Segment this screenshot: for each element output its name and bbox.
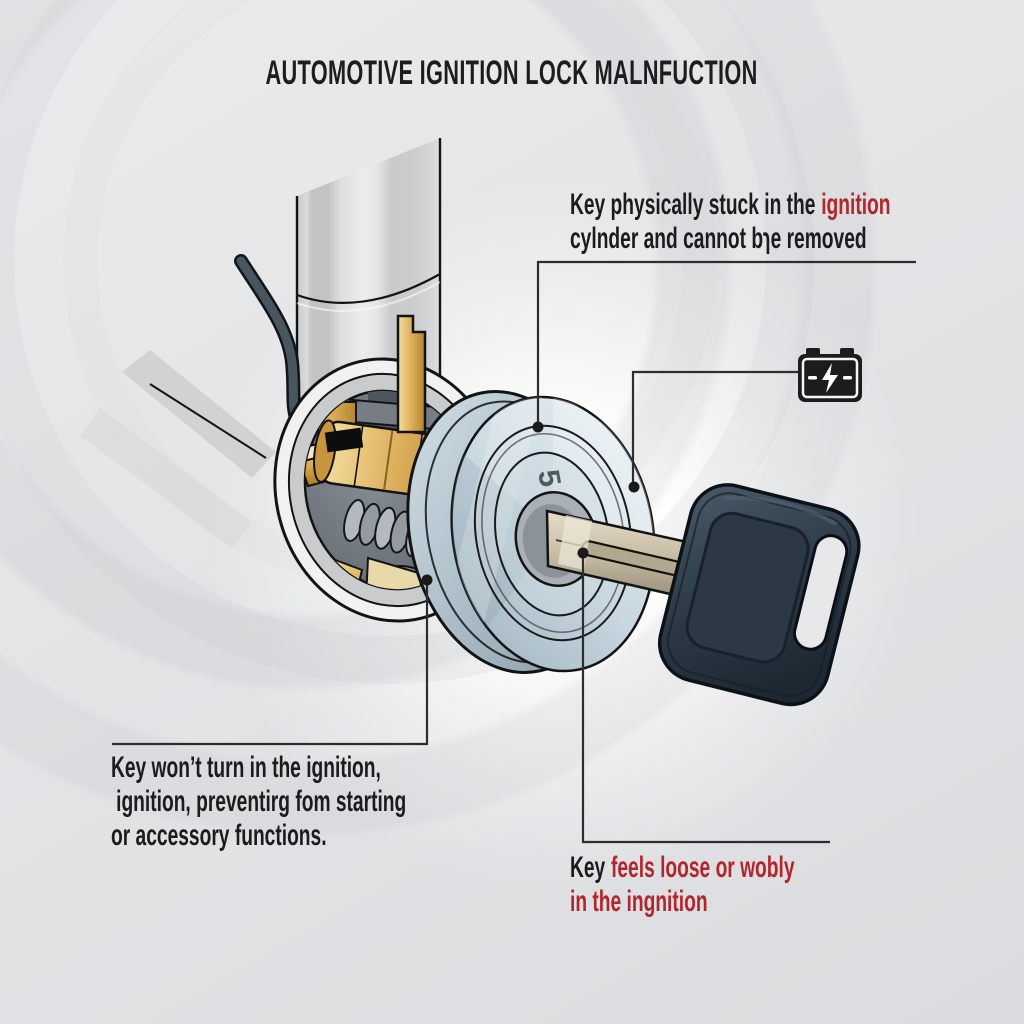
key-head-panel xyxy=(685,511,810,664)
leader-key-loose xyxy=(581,556,830,844)
callout-line: cylnder and cannot bɿe removed xyxy=(570,222,867,255)
callout-line: ignition, preventirg fom starting xyxy=(116,785,407,818)
callout-line: or accessory functions. xyxy=(111,819,327,852)
callout-dot-key-loose xyxy=(577,547,589,559)
callout-dot-key-wont-turn xyxy=(421,574,433,586)
callout-line: Key won’t turn in the ignition, xyxy=(111,751,381,784)
callout-text: Key xyxy=(570,851,606,884)
brass-actuator-bar xyxy=(396,314,427,434)
leader-lines xyxy=(112,260,916,844)
callout-dot-battery xyxy=(628,481,640,493)
callout-dots xyxy=(421,421,640,586)
callout-text: Key physically stuck in the xyxy=(570,188,816,221)
battery-icon xyxy=(798,348,862,402)
page-title: AUTOMOTIVE IGNITION LOCK MALNFUCTION xyxy=(265,54,759,92)
leader-battery xyxy=(631,370,798,484)
leader-key-wont-turn xyxy=(112,582,429,746)
keyway-slot xyxy=(324,427,364,453)
callout-text-red: feels loose or wobly xyxy=(610,851,795,884)
callout-line: in the ingnition xyxy=(570,885,708,918)
key-head-hole xyxy=(792,534,849,651)
leader-key-stuck xyxy=(536,260,916,424)
title-wrap: AUTOMOTIVE IGNITION LOCK MALNFUCTION xyxy=(0,54,1024,93)
callout-text-red: ignition xyxy=(821,188,891,221)
key-head xyxy=(657,483,861,707)
callout-key-wont-turn: Key won’t turn in the ignition, ignition… xyxy=(111,751,406,853)
column-bracket-band xyxy=(80,350,276,548)
callout-dot-key-stuck xyxy=(532,421,544,433)
disc-engraving-text: 5 xyxy=(531,467,566,489)
column-collar-seam xyxy=(296,273,441,304)
